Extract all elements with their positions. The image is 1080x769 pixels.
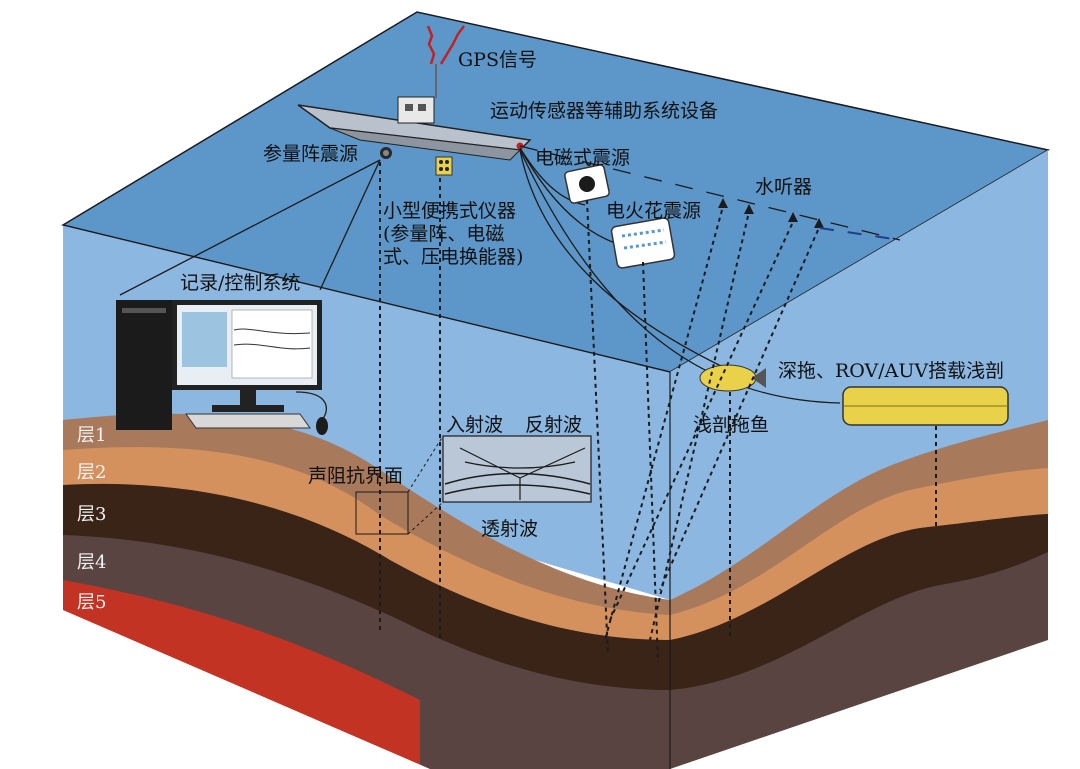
gps-signal-right xyxy=(439,25,465,65)
ship xyxy=(297,96,532,161)
hydrophone-label: 水听器 xyxy=(755,176,813,198)
param-array-unit xyxy=(380,147,392,159)
layer-5-label: 层5 xyxy=(77,592,107,613)
param-array-source-label: 参量阵震源 xyxy=(263,143,359,165)
ray-paths xyxy=(379,162,937,663)
layer-2-label: 层2 xyxy=(77,462,107,483)
gps-signal-left xyxy=(426,25,436,65)
portable-instrument-label: 小型便携式仪器 (参量阵、电磁 式、压电换能器) xyxy=(383,200,524,268)
impedance-interface-label: 声阻抗界面 xyxy=(308,465,404,487)
em-source-unit xyxy=(564,164,610,204)
gps-signal-label: GPS信号 xyxy=(458,49,537,71)
deep-tow-label: 深拖、ROV/AUV搭载浅剖 xyxy=(778,360,1005,382)
left-face-cut xyxy=(63,610,430,769)
deep-tow-vehicle xyxy=(842,386,1009,426)
layer-3-label: 层3 xyxy=(77,504,107,525)
motion-sensor-label: 运动传感器等辅助系统设备 xyxy=(490,100,719,122)
spark-source-label: 电火花震源 xyxy=(606,200,702,222)
transmitted-wave-label: 透射波 xyxy=(481,518,539,540)
wave-inset xyxy=(355,435,592,535)
right-face-cut xyxy=(670,640,1048,769)
sbp-fish-label: 浅剖拖鱼 xyxy=(693,414,770,436)
spark-source-unit xyxy=(610,217,676,269)
layer-4-label: 层4 xyxy=(77,552,107,573)
portable-instrument-unit xyxy=(435,156,453,176)
record-control-label: 记录/控制系统 xyxy=(180,272,301,294)
incident-wave-label: 入射波 xyxy=(446,414,504,436)
tow-cables xyxy=(62,145,901,404)
right-water-face xyxy=(670,150,1048,600)
reflected-wave-label: 反射波 xyxy=(525,414,583,436)
recording-computer xyxy=(116,300,328,435)
sbp-towfish xyxy=(699,364,766,392)
layer-1-label: 层1 xyxy=(77,425,107,446)
hydrophone-markers xyxy=(718,198,901,241)
em-source-label: 电磁式震源 xyxy=(535,147,631,169)
